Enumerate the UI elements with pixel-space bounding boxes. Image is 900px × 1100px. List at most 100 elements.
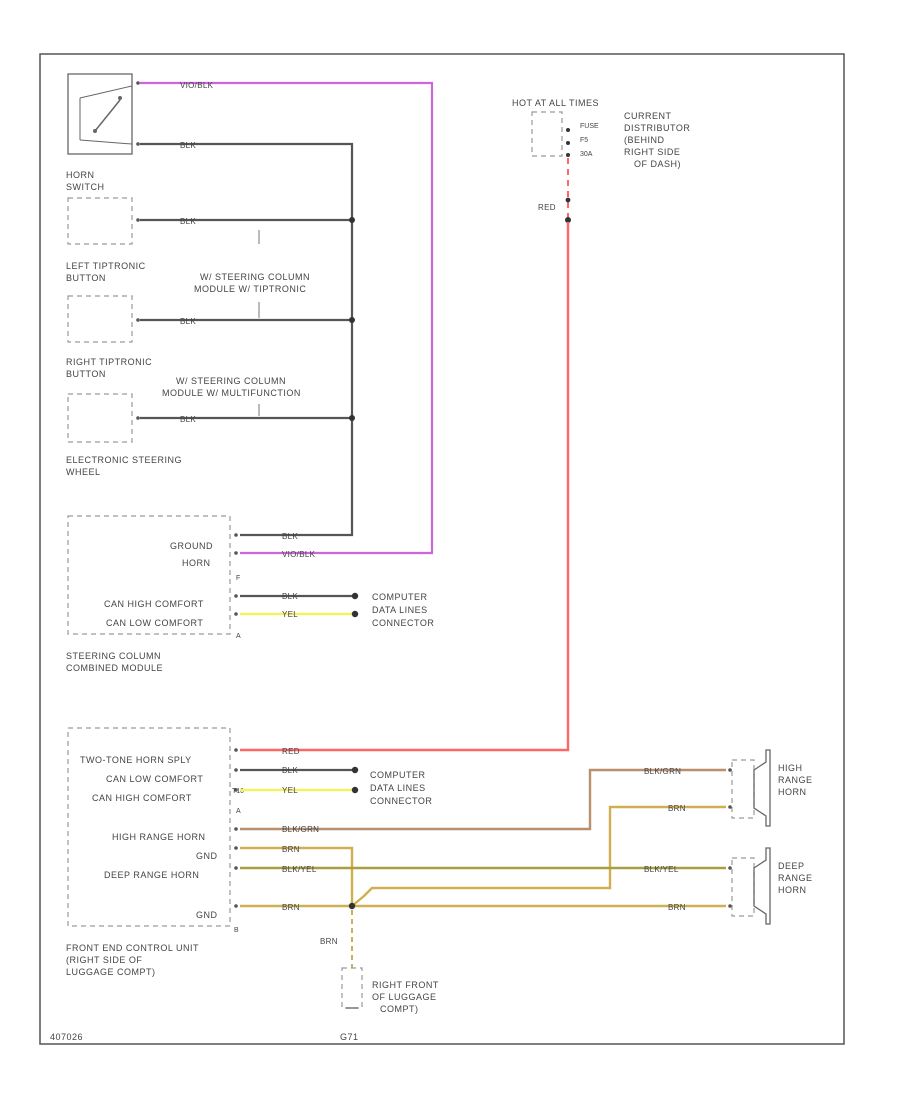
fecu-label: (RIGHT SIDE OF bbox=[66, 955, 142, 965]
fecu-pin-a: A bbox=[236, 808, 241, 815]
fecu-pin-t10: T10 bbox=[232, 788, 244, 795]
multifunction-note: MODULE W/ MULTIFUNCTION bbox=[162, 388, 301, 398]
sccm-pin-f: F bbox=[236, 575, 240, 582]
fecu-pin-gnd: GND bbox=[196, 910, 218, 920]
connector-dot bbox=[351, 610, 359, 618]
ground-point-box bbox=[341, 967, 363, 1009]
fuse-terminal-dot bbox=[566, 128, 570, 132]
wire-red bbox=[240, 222, 570, 752]
ground-label: OF LUGGAGE bbox=[372, 992, 437, 1002]
ground-label: RIGHT FRONT bbox=[372, 980, 439, 990]
wire-vio-blk bbox=[140, 81, 434, 555]
wire-label-blk-grn: BLK/GRN bbox=[282, 825, 319, 834]
high-horn-label: HORN bbox=[778, 787, 807, 797]
esw-label: WHEEL bbox=[66, 467, 101, 477]
cdlc-label: COMPUTER bbox=[372, 592, 428, 602]
fuse-number-label: F5 bbox=[580, 137, 588, 144]
wire-label-brn: BRN bbox=[282, 903, 300, 912]
high-horn-connector bbox=[731, 759, 755, 819]
deep-range-horn: DEEP RANGE HORN bbox=[731, 847, 812, 925]
connector-dot bbox=[565, 197, 571, 203]
left-tiptronic-label: BUTTON bbox=[66, 273, 106, 283]
cdlc-label: DATA LINES bbox=[370, 783, 426, 793]
horn-switch: HORN SWITCH bbox=[66, 73, 133, 192]
switch-lever-icon bbox=[94, 99, 121, 132]
connector-dot bbox=[351, 766, 359, 774]
fecu-box bbox=[67, 727, 231, 927]
tiptronic-note: MODULE W/ TIPTRONIC bbox=[194, 284, 306, 294]
high-horn-label: RANGE bbox=[778, 775, 813, 785]
fuse-terminal-dot bbox=[566, 153, 570, 157]
sccm-label: STEERING COLUMN bbox=[66, 651, 161, 661]
connector-dot bbox=[351, 592, 359, 600]
right-tiptronic-box bbox=[67, 295, 133, 343]
sccm-pin-a: A bbox=[236, 633, 241, 640]
sccm-pin-can-low: CAN LOW COMFORT bbox=[106, 618, 203, 628]
splice-dot bbox=[349, 217, 355, 223]
multifunction-note: W/ STEERING COLUMN bbox=[176, 376, 286, 386]
horn-switch-label: HORN bbox=[66, 170, 95, 180]
connector-dot bbox=[565, 217, 571, 223]
fecu-label: FRONT END CONTROL UNIT bbox=[66, 943, 199, 953]
wire-label-yel: YEL bbox=[282, 610, 298, 619]
wire-label-blk: BLK bbox=[180, 217, 196, 226]
hot-at-all-times-label: HOT AT ALL TIMES bbox=[512, 98, 599, 108]
fecu-label: LUGGAGE COMPT) bbox=[66, 967, 156, 977]
wire-label-brn: BRN bbox=[668, 804, 686, 813]
wire-label-blk: BLK bbox=[180, 141, 196, 150]
connector-dot bbox=[351, 786, 359, 794]
current-distributor-label: OF DASH) bbox=[634, 159, 681, 169]
wire-label-vio-blk: VIO/BLK bbox=[180, 81, 214, 90]
high-horn-label: HIGH bbox=[778, 763, 803, 773]
fuse-rating-label: 30A bbox=[580, 151, 593, 158]
ground-label: COMPT) bbox=[380, 1004, 419, 1014]
right-tiptronic-label: RIGHT TIPTRONIC bbox=[66, 357, 152, 367]
deep-horn-label: DEEP bbox=[778, 861, 805, 871]
wire-label-blk: BLK bbox=[282, 592, 298, 601]
fuse-label: FUSE bbox=[580, 123, 599, 130]
fuse-terminal-dot bbox=[566, 141, 570, 145]
fecu-pin-high-range: HIGH RANGE HORN bbox=[112, 832, 206, 842]
ground-id: G71 bbox=[340, 1032, 359, 1042]
wire-label-yel: YEL bbox=[282, 786, 298, 795]
tiptronic-note: W/ STEERING COLUMN bbox=[200, 272, 310, 282]
horn-icon bbox=[753, 847, 771, 925]
sccm-label: COMBINED MODULE bbox=[66, 663, 163, 673]
splice-dot bbox=[349, 317, 355, 323]
fecu-pin-two-tone: TWO-TONE HORN SPLY bbox=[80, 755, 192, 765]
current-distributor-label: CURRENT bbox=[624, 111, 672, 121]
wire-label-blk: BLK bbox=[180, 415, 196, 424]
fecu-pin-gnd: GND bbox=[196, 851, 218, 861]
left-tiptronic-box bbox=[67, 197, 133, 245]
wire-label-brn: BRN bbox=[282, 845, 300, 854]
wire-label-vio-blk: VIO/BLK bbox=[282, 550, 316, 559]
high-range-horn: HIGH RANGE HORN bbox=[731, 749, 813, 827]
terminal-markers bbox=[136, 81, 732, 908]
current-distributor-label: (BEHIND bbox=[624, 135, 665, 145]
wire-label-red: RED bbox=[282, 747, 300, 756]
wire-blk-grn bbox=[240, 768, 726, 831]
esw-label: ELECTRONIC STEERING bbox=[66, 455, 182, 465]
horn-switch-label: SWITCH bbox=[66, 182, 105, 192]
current-distributor-label: RIGHT SIDE bbox=[624, 147, 680, 157]
sccm-box bbox=[67, 515, 231, 635]
cdlc-label: CONNECTOR bbox=[370, 796, 432, 806]
horn-switch-box bbox=[67, 73, 133, 155]
deep-horn-label: HORN bbox=[778, 885, 807, 895]
deep-horn-connector bbox=[731, 857, 755, 917]
sccm-pin-horn: HORN bbox=[182, 558, 211, 568]
wire-label-red: RED bbox=[538, 203, 556, 212]
fecu-pin-deep-range: DEEP RANGE HORN bbox=[104, 870, 199, 880]
left-tiptronic-label: LEFT TIPTRONIC bbox=[66, 261, 146, 271]
cdlc-label: CONNECTOR bbox=[372, 618, 434, 628]
fecu-pin-can-high: CAN HIGH COMFORT bbox=[92, 793, 192, 803]
current-distributor-box bbox=[531, 111, 563, 157]
wire-label-blk-grn: BLK/GRN bbox=[644, 767, 681, 776]
wire-label-blk-yel: BLK/YEL bbox=[644, 865, 679, 874]
diagram-frame bbox=[39, 53, 845, 1045]
splice-dot bbox=[348, 902, 356, 910]
wire-brn bbox=[351, 805, 726, 907]
wire-brn bbox=[240, 846, 354, 906]
wire-label-brn: BRN bbox=[668, 903, 686, 912]
